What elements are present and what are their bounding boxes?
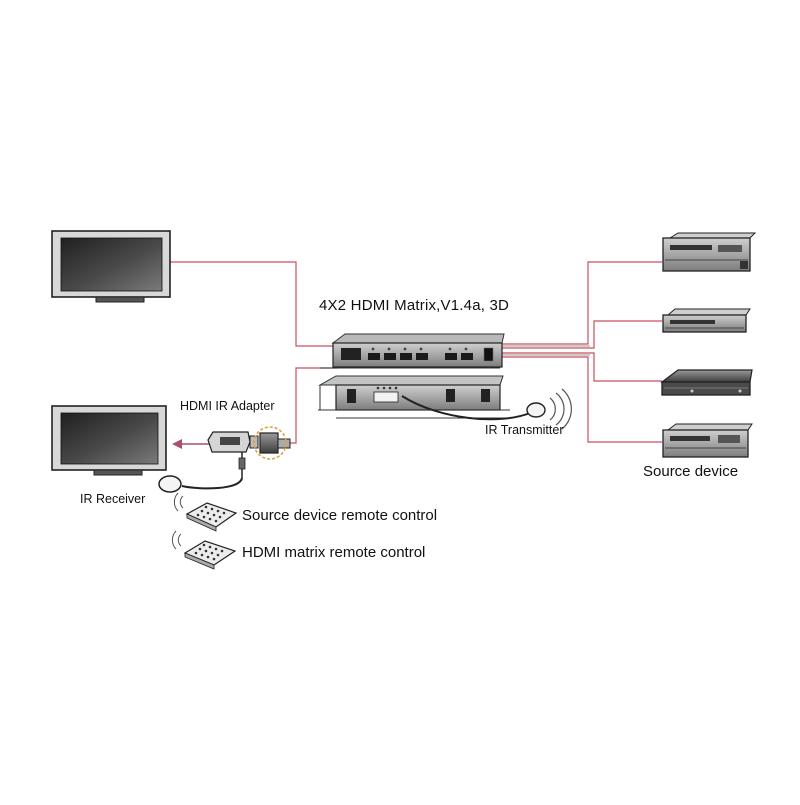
source-remote-label: Source device remote control [242, 507, 438, 524]
ir-transmitter-label: IR Transmitter [485, 423, 564, 437]
tv-icon [51, 230, 171, 303]
dvd-player-icon [662, 308, 751, 333]
matrix-title-label: 4X2 HDMI Matrix,V1.4a, 3D [319, 297, 510, 314]
hdmi-matrix-icon [320, 333, 505, 369]
hdmi-ir-adapter-icon [207, 426, 291, 478]
dvd-player-icon [662, 232, 757, 272]
ir-receiver-label: IR Receiver [80, 492, 146, 506]
dvd-player-icon [662, 423, 753, 458]
cable-tv1-output [170, 261, 338, 347]
remote-control-icon [173, 492, 238, 532]
matrix-remote-label: HDMI matrix remote control [242, 544, 426, 561]
cable-source4 [500, 356, 662, 443]
remote-control-icon [171, 530, 237, 570]
ir-transmitter-icon [401, 388, 572, 430]
ir-receiver-icon [158, 475, 243, 493]
signal-arrow [172, 439, 212, 449]
cable-source1 [500, 261, 662, 345]
cable-adapter-output [290, 367, 338, 444]
hdmi-matrix-back-icon [318, 375, 510, 419]
cable-source3 [500, 352, 662, 382]
tv-icon [51, 405, 167, 476]
source-device-label: Source device [643, 463, 739, 480]
game-console-icon [660, 369, 753, 396]
hdmi-ir-adapter-label: HDMI IR Adapter [180, 399, 275, 413]
cable-source2 [500, 320, 662, 349]
hdmi-cables [170, 261, 662, 444]
